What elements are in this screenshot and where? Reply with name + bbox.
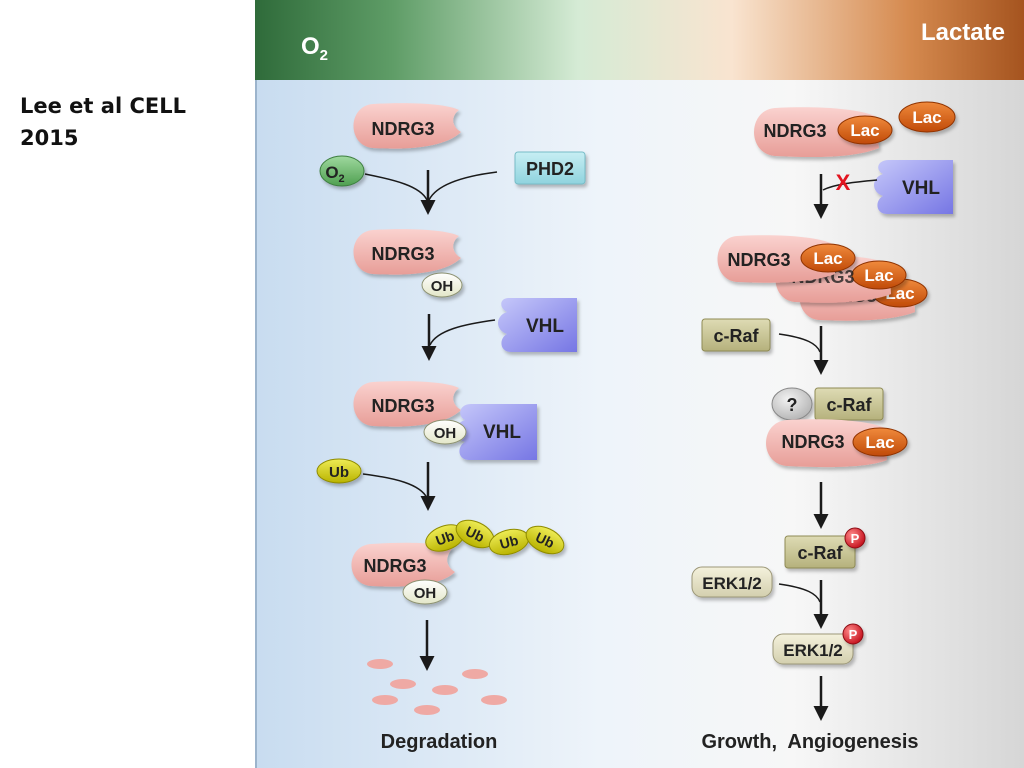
left-ndrg3-3-label: NDRG3 bbox=[371, 396, 434, 416]
right-block-mark: X bbox=[836, 170, 851, 195]
left-phd2-label: PHD2 bbox=[526, 159, 574, 179]
left-ub-chain-1: Ub bbox=[433, 527, 456, 548]
left-ub-curve bbox=[362, 473, 428, 499]
right-erk-phospho-label: ERK1/2 bbox=[783, 641, 843, 660]
right-phospho-2-label: P bbox=[849, 627, 858, 642]
citation-year: 2015 bbox=[20, 126, 79, 150]
left-phd2-box bbox=[514, 151, 586, 185]
left-vhl-2-label: VHL bbox=[483, 422, 521, 443]
right-lac-2-label: Lac bbox=[865, 433, 894, 452]
right-vhl bbox=[874, 160, 953, 214]
right-erk-input bbox=[691, 566, 773, 598]
left-oh-3 bbox=[402, 579, 448, 605]
right-outcome-label: Growth, Angiogenesis bbox=[701, 731, 918, 753]
left-vhl-1-label: VHL bbox=[526, 316, 564, 337]
left-o2-label: O2 bbox=[325, 163, 344, 185]
left-ndrg3-2 bbox=[353, 229, 461, 275]
left-ub-input bbox=[316, 458, 362, 484]
left-ub-chain-4: Ub bbox=[533, 529, 557, 551]
left-ub-chain bbox=[425, 519, 565, 556]
left-o2-curve bbox=[364, 173, 428, 201]
left-o2-molecule bbox=[319, 155, 365, 187]
right-ndrg3-stack: NDRG3 Lac NDRG3 Lac NDRG3 Lac bbox=[717, 235, 928, 321]
gradient-banner bbox=[255, 0, 1024, 80]
left-ub-chain-3: Ub bbox=[498, 532, 520, 552]
right-vhl-label: VHL bbox=[902, 178, 940, 199]
left-ndrg3-3 bbox=[353, 381, 461, 427]
citation: Lee et al CELL 2015 bbox=[20, 90, 250, 154]
left-oh-1-label: OH bbox=[431, 278, 454, 295]
right-lac-free-label: Lac bbox=[912, 108, 941, 127]
right-craf-phospho bbox=[784, 535, 856, 569]
left-phd2-curve bbox=[428, 171, 498, 201]
left-vhl-2 bbox=[456, 404, 537, 460]
right-craf-phospho-label: c-Raf bbox=[797, 543, 843, 563]
left-ndrg3-1 bbox=[353, 103, 461, 149]
right-erk-phospho bbox=[772, 633, 854, 665]
right-erk-curve bbox=[778, 583, 821, 603]
right-ndrg3-stack-1-label: NDRG3 bbox=[727, 250, 790, 270]
right-craf-curve bbox=[778, 333, 821, 353]
left-oh-3-label: OH bbox=[414, 585, 437, 602]
left-vhl-1 bbox=[498, 298, 577, 352]
right-craf-input-label: c-Raf bbox=[713, 326, 759, 346]
right-craf-complex bbox=[814, 387, 884, 421]
right-phospho-1-label: P bbox=[851, 531, 860, 546]
right-craf-complex-label: c-Raf bbox=[826, 395, 872, 415]
right-lac-stack-2: Lac bbox=[864, 266, 893, 285]
banner-lactate-label: Lactate bbox=[921, 19, 1005, 46]
right-ndrg3-1-label: NDRG3 bbox=[763, 121, 826, 141]
right-lac-2 bbox=[852, 427, 908, 457]
right-ndrg3-2 bbox=[766, 419, 887, 468]
right-ndrg3-2-label: NDRG3 bbox=[781, 432, 844, 452]
left-ndrg3-4-label: NDRG3 bbox=[363, 556, 426, 576]
left-ndrg3-2-label: NDRG3 bbox=[371, 244, 434, 264]
left-outcome-label: Degradation bbox=[381, 731, 498, 753]
left-oh-1 bbox=[421, 272, 463, 298]
right-phospho-1 bbox=[844, 527, 866, 549]
ndrg3-pathway-diagram: O2 Lactate NDRG3 O2 PHD2 NDRG3 OH VHL ND… bbox=[255, 0, 1024, 768]
right-lac-1-label: Lac bbox=[850, 121, 879, 140]
right-vhl-curve bbox=[822, 179, 878, 191]
right-erk-input-label: ERK1/2 bbox=[702, 574, 762, 593]
banner-oxygen-label: O2 bbox=[301, 33, 328, 64]
right-phospho-2 bbox=[842, 623, 864, 645]
left-degradation-fragments bbox=[367, 659, 507, 715]
citation-authors: Lee et al CELL bbox=[20, 94, 186, 118]
left-oh-2-label: OH bbox=[434, 425, 457, 442]
right-lac-stack-1: Lac bbox=[813, 249, 842, 268]
right-lac-free bbox=[898, 101, 956, 133]
right-unknown-label: ? bbox=[787, 395, 798, 415]
left-ub-chain-2: Ub bbox=[463, 523, 487, 545]
right-craf-input bbox=[701, 318, 771, 352]
right-lac-stack-3: Lac bbox=[885, 284, 914, 303]
left-ndrg3-4 bbox=[351, 542, 455, 587]
left-ndrg3-1-label: NDRG3 bbox=[371, 119, 434, 139]
left-vhl-curve bbox=[429, 319, 496, 346]
left-oh-2 bbox=[423, 419, 467, 445]
left-ub-input-label: Ub bbox=[329, 464, 349, 481]
right-lac-1 bbox=[837, 115, 893, 145]
